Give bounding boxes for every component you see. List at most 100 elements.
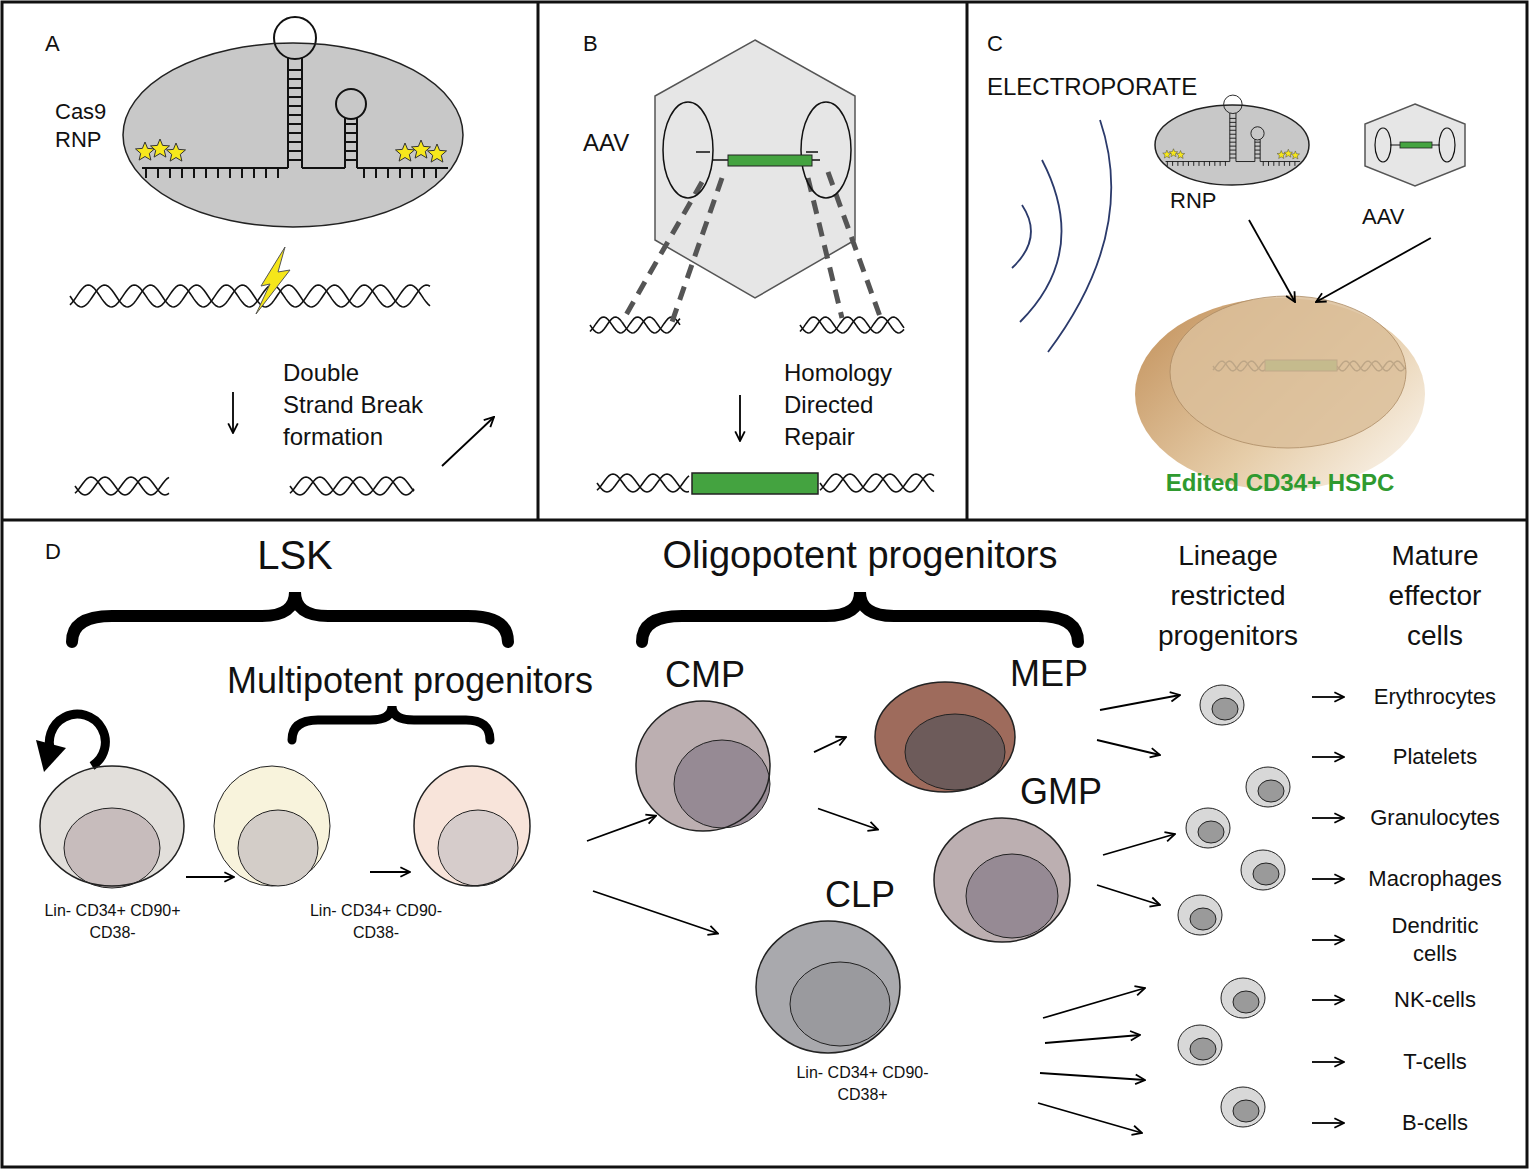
modification-star [1169,149,1177,157]
modification-star [167,143,186,161]
node-label: AAV [1362,203,1432,231]
cell-type-label: B-cells [1345,1109,1525,1137]
shape-fill [1155,105,1309,185]
cell-type-label: Macrophages [1345,865,1525,893]
modification-star [396,143,415,161]
shape-fill [875,682,1015,792]
step-label: Homology Directed Repair [784,357,930,453]
connector-arrow [818,809,878,830]
progenitor-cell: GMP [930,770,1120,945]
marker-label: Lin- CD34+ CD90- CD38+ [785,1062,940,1106]
dna-strand [590,317,680,333]
connector-arrow [587,816,656,841]
panel-letter: D [45,538,61,566]
rna-loop [1251,127,1264,140]
restricted-progenitor [1221,1087,1265,1127]
shape-outline [40,766,184,886]
cell-nucleus [1190,908,1216,930]
cell-nucleus [238,810,318,886]
panel-letter: C [987,30,1003,58]
restricted-progenitor [1178,895,1222,935]
dna-strand [800,317,904,333]
cell-type-label: T-cells [1345,1048,1525,1076]
modification-star [412,140,431,158]
cell-type-label: Platelets [1345,743,1525,771]
dna-strand [597,474,689,492]
shape-outline [300,765,535,965]
step-label: Double Strand Break formation [283,357,429,453]
modification-star [428,144,447,162]
progenitor-cell [214,766,330,886]
cell-type-label: Dendritic cells [1380,912,1490,968]
connector-arrow [814,737,846,752]
dna-strand [597,474,689,492]
progenitor-cell: Lin- CD34+ CD90- CD38- [300,765,535,965]
dna-strand [820,474,934,492]
modification-star [151,139,170,157]
cell-nucleus [1233,991,1259,1013]
cell-nucleus [674,740,770,828]
rnp-ellipse: RNP [1150,100,1315,218]
panel-divider [2,519,1527,522]
cell-nucleus [1190,1038,1216,1060]
modification-star [1163,150,1171,158]
restricted-progenitor [1241,850,1285,890]
shape-outline [578,36,860,302]
node-label: RNP [1170,187,1240,215]
shape-outline [875,682,1015,792]
progenitor-cell: CLP Lin- CD34+ CD90- CD38+ [730,872,942,1118]
shape-fill [123,43,463,227]
modification-star [1284,149,1292,157]
aav-hexagon: AAV [1358,100,1470,236]
column-heading: Mature effector cells [1360,536,1510,656]
progenitor-cell: CMP [630,652,780,834]
dna-strand [70,285,430,307]
cell-nucleus [1170,296,1406,448]
lightning-bolt [256,247,290,314]
shape-outline [1155,105,1309,185]
shape-outline [636,701,770,831]
node-label: Lin- CD34+ CD90+ CD38- [30,900,195,944]
dna-strand [290,477,414,495]
shape-fill [1365,104,1465,186]
modification-star [1277,151,1285,159]
cell-nucleus [1198,821,1224,843]
aav-genome-small [1375,128,1455,162]
curly-brackets [72,592,1078,740]
restricted-progenitor [1178,1025,1222,1065]
electroporation-waves [1012,120,1111,352]
connector-arrow [593,891,718,934]
cell-nucleus [1258,780,1284,802]
cell-nucleus [64,808,160,888]
shape-outline [52,40,472,232]
lineage-arrows [186,695,1344,1133]
shape-outline [934,818,1070,942]
self-renewal-arrow [36,714,105,772]
aav-capsid-hexagon: AAV [578,36,860,302]
shape-outline [655,40,855,298]
cell-type-label: Granulocytes [1345,804,1525,832]
panel-divider [966,2,969,520]
shape-fill [934,818,1070,942]
guide-rna [1166,113,1301,166]
shape-outline [414,766,530,886]
dna-strand [590,317,680,333]
dna-strand [800,317,904,333]
dna-strand [75,477,169,495]
restricted-progenitor [1186,808,1230,848]
shape-outline [756,921,900,1053]
cell-nucleus [966,854,1058,938]
cell-nucleus [1233,1100,1259,1122]
node-label: CLP [815,875,905,915]
dna-strand [820,474,934,492]
cas9-rnp-ellipse: Cas9 RNP [52,40,472,232]
column-heading: Lineage restricted progenitors [1138,536,1318,656]
restricted-progenitor [1200,685,1244,725]
shape-outline [1365,104,1465,186]
dna-strand [70,285,430,307]
shape-fill [636,701,770,831]
